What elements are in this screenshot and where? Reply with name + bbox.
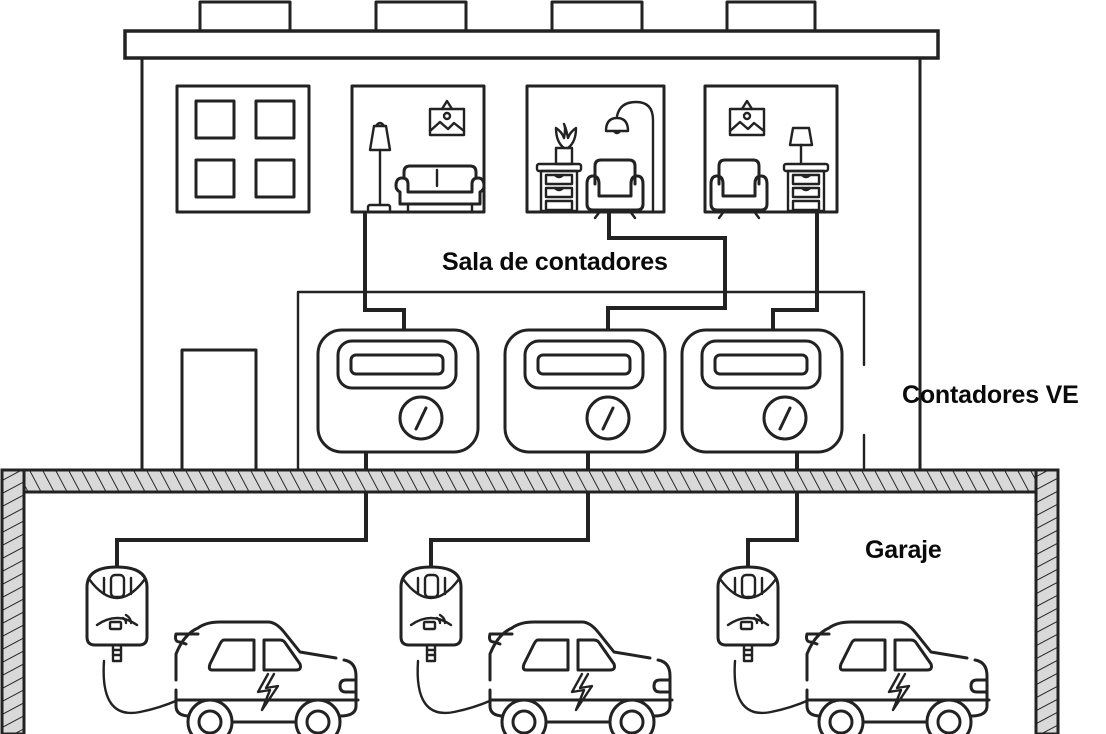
ev-meter-3 xyxy=(680,328,844,454)
ev-charger-1-icon xyxy=(85,565,149,663)
arc-lamp-icon xyxy=(604,100,655,214)
building xyxy=(123,0,940,472)
charging-cable xyxy=(733,659,811,715)
picture-frame-icon xyxy=(428,99,466,137)
chimney xyxy=(550,0,644,34)
ev-car-3-icon xyxy=(805,620,991,734)
garage-wiring xyxy=(115,492,799,567)
apartment-2 xyxy=(525,84,666,220)
side-table-icon xyxy=(782,162,830,213)
garage-wall-right xyxy=(1034,468,1060,734)
chimney xyxy=(725,0,817,34)
apartment-1 xyxy=(350,84,486,214)
floor-slab xyxy=(0,468,1060,734)
garage-label: Garaje xyxy=(865,536,942,564)
side-table-icon xyxy=(535,162,583,213)
armchair-icon xyxy=(585,158,645,220)
meter-room-label: Sala de contadores xyxy=(442,248,668,276)
armchair-icon xyxy=(709,158,769,220)
ev-meters-label: Contadores VE xyxy=(902,381,1079,409)
ev-charger-2-icon xyxy=(399,565,463,663)
apartment-wiring xyxy=(363,212,819,330)
ev-car-1-icon xyxy=(174,620,360,734)
charging-cable xyxy=(416,659,494,715)
table-lamp-icon xyxy=(788,126,814,166)
charging-cable xyxy=(102,659,180,715)
roof-cornice xyxy=(123,29,940,60)
apartment-3 xyxy=(703,84,839,220)
sofa-icon xyxy=(394,164,486,213)
ev-car-2-icon xyxy=(488,620,674,734)
chimney xyxy=(374,0,468,34)
garage-wall-left xyxy=(0,468,26,734)
potted-plant-icon xyxy=(554,122,578,166)
floor-lamp-icon xyxy=(366,121,392,214)
window xyxy=(175,84,311,214)
picture-frame-icon xyxy=(728,99,766,137)
ev-meter-1 xyxy=(316,328,480,454)
ev-charger-3-icon xyxy=(716,565,780,663)
chimney xyxy=(198,0,292,34)
meter-room-frame xyxy=(296,290,866,472)
door xyxy=(180,348,258,472)
ev-meter-2 xyxy=(503,328,667,454)
